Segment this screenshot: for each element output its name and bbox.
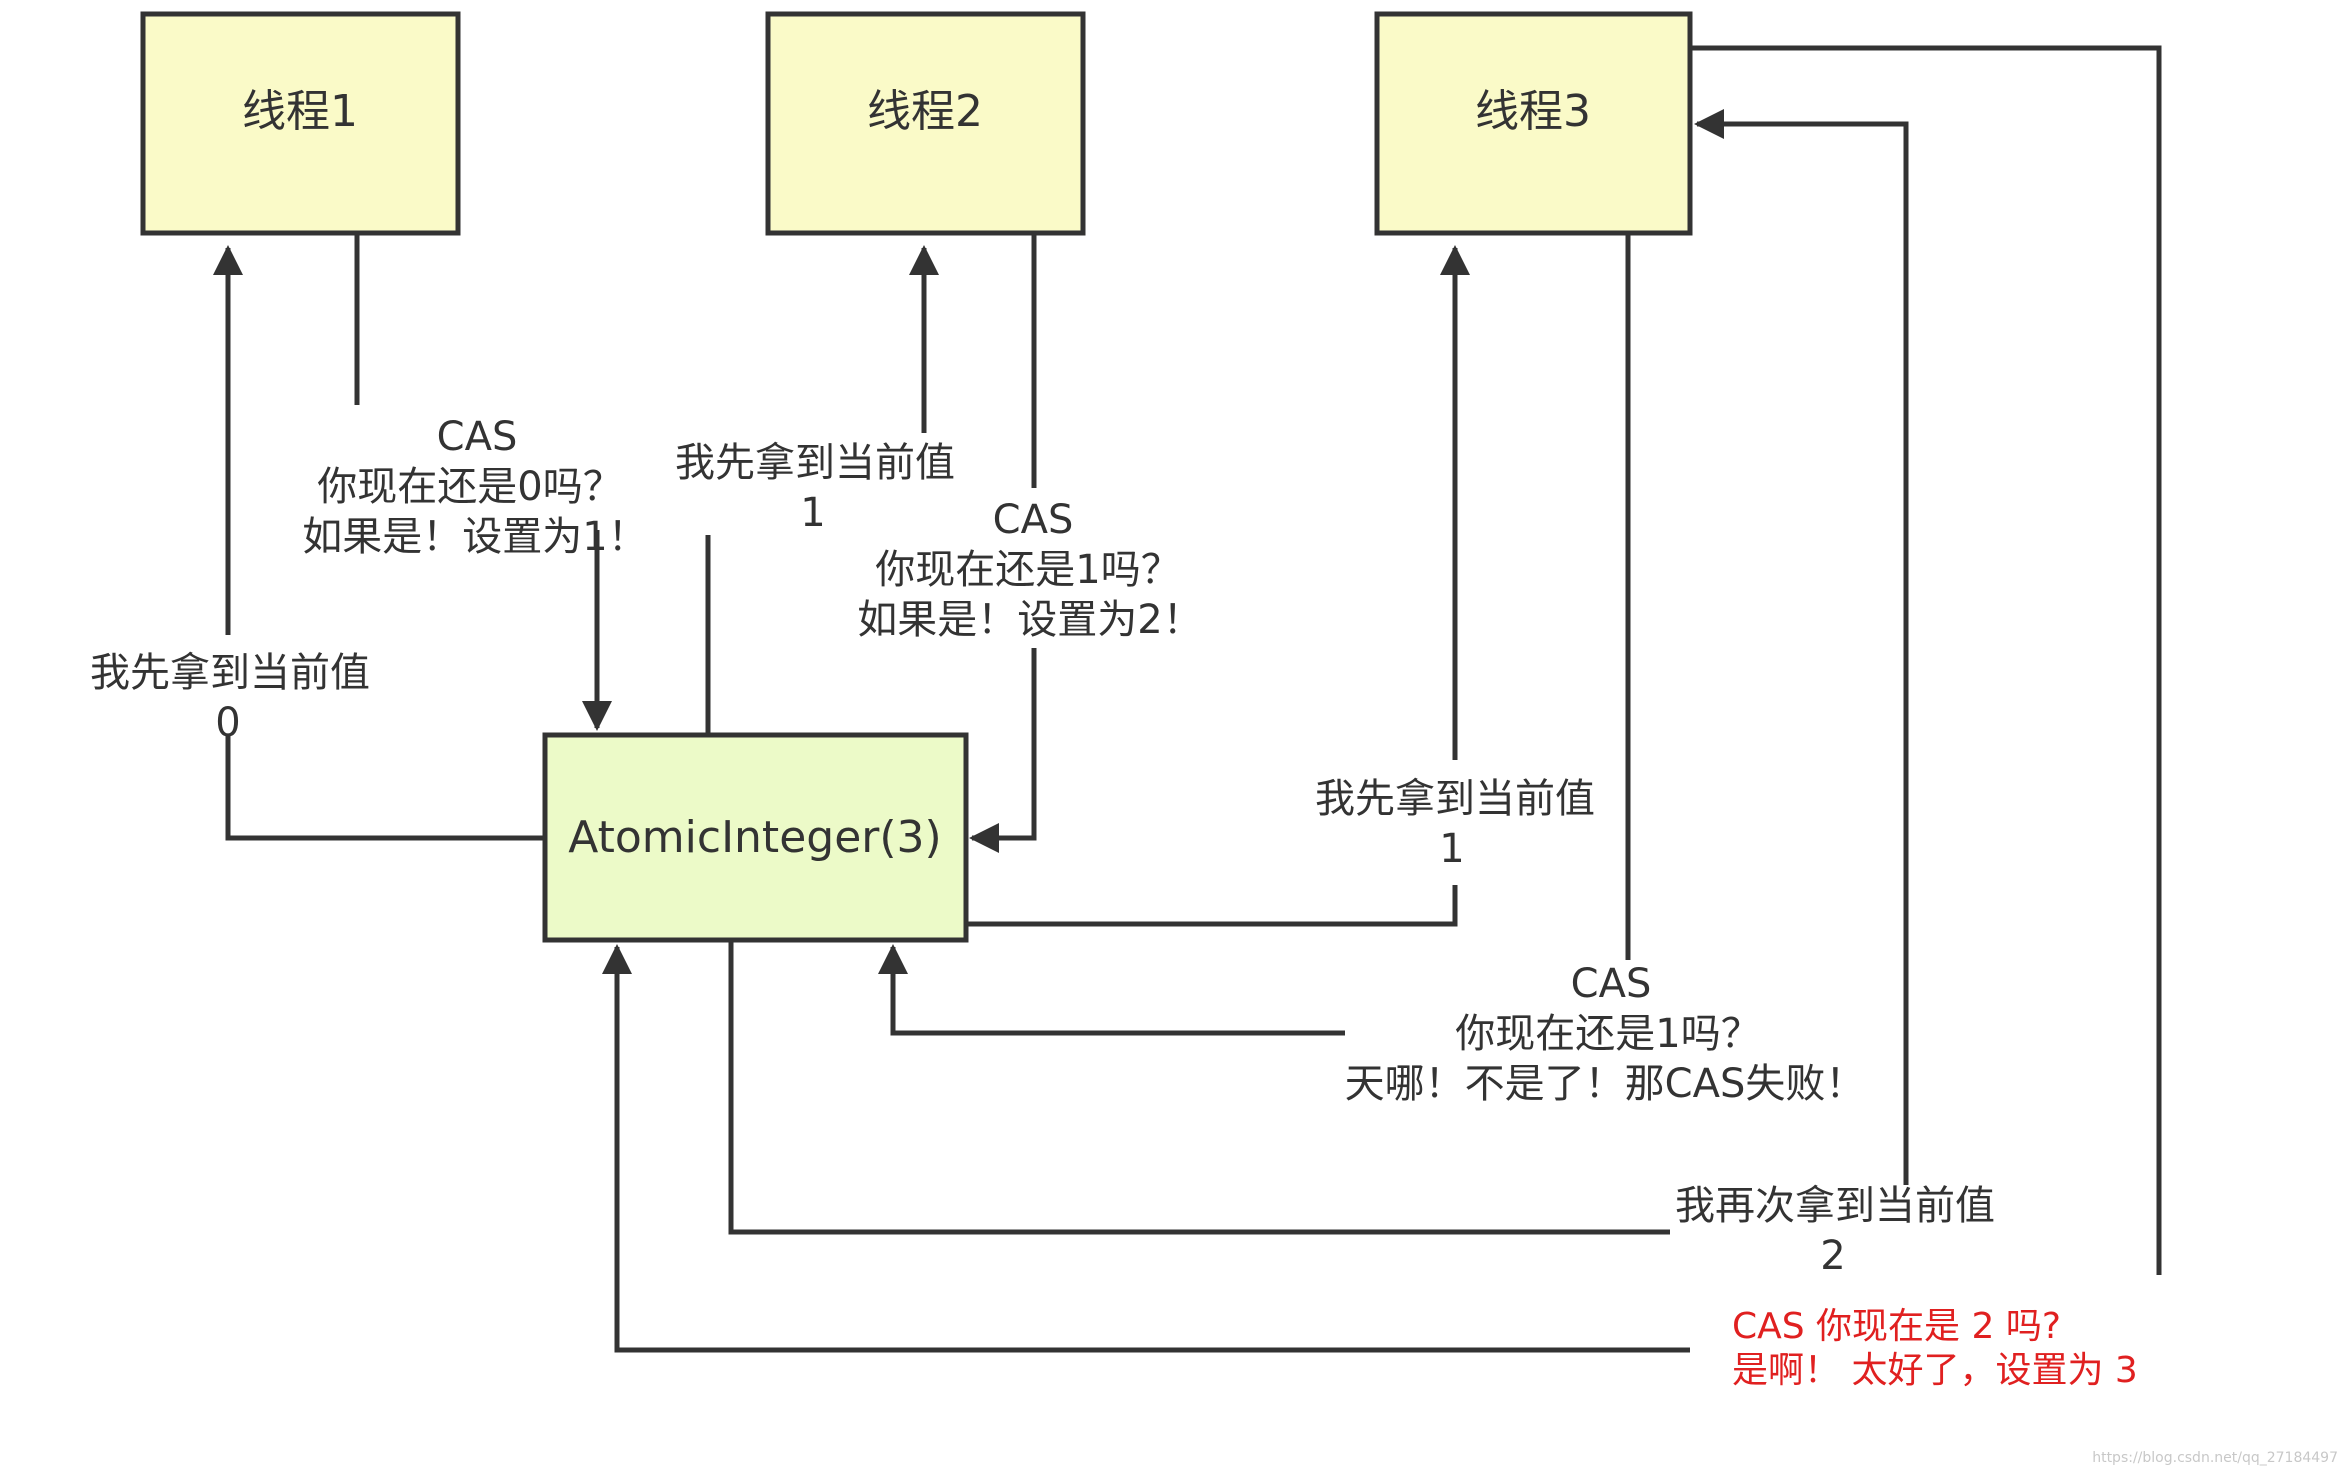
arrow-t3-read [966,248,1455,927]
thread3-box: 线程3 [1374,11,1693,236]
t3-cas-ok-annotation: CAS 你现在是 2 吗? 是啊！ 太好了，设置为 3 [1732,1306,2138,1391]
t3-cas-fail-line1: CAS [1571,961,1652,1007]
t3-read-line1: 我先拿到当前值 [1315,776,1595,822]
arrow-t1-read [228,248,545,841]
t2-read-annotation: 我先拿到当前值 1 [675,440,955,536]
arrow-t2-read [705,248,924,734]
t3-reread-line2: 2 [1820,1233,1845,1279]
thread2-box: 线程2 [765,11,1086,236]
arrow-t3-cas-ok [617,45,2162,1353]
thread3-label: 线程3 [1475,86,1591,137]
t3-read-annotation: 我先拿到当前值 1 [1315,776,1595,872]
t3-cas-ok-line2: 是啊！ 太好了，设置为 3 [1732,1350,2138,1391]
arrow-t3-cas-fail [893,233,1631,1036]
t3-cas-fail-line2: 你现在还是1吗？ [1455,1011,1760,1057]
t3-cas-ok-line1: CAS 你现在是 2 吗? [1732,1306,2061,1347]
t1-cas-line2: 你现在还是0吗？ [317,464,622,510]
thread1-box: 线程1 [140,11,461,236]
t2-cas-line3: 如果是！设置为2！ [857,597,1202,643]
thread1-label: 线程1 [242,86,358,137]
t2-cas-annotation: CAS 你现在还是1吗？ 如果是！设置为2！ [857,497,1202,643]
arrow-t2-cas [972,233,1037,838]
t2-read-line2: 1 [800,490,825,536]
t3-cas-fail-line3: 天哪！不是了！那CAS失败！ [1345,1061,1866,1107]
t1-cas-annotation: CAS 你现在还是0吗？ 如果是！设置为1！ [302,414,647,560]
atomic-integer-label: AtomicInteger(3) [568,812,941,863]
arrow-t3-reread [728,124,1909,1235]
t1-read-line1: 我先拿到当前值 [90,650,370,696]
arrow-t1-cas [354,233,597,728]
t1-read-line2: 0 [215,700,240,746]
t1-cas-line1: CAS [437,414,518,460]
t3-read-line2: 1 [1439,826,1464,872]
t3-reread-annotation: 我再次拿到当前值 2 [1675,1183,1995,1279]
t3-cas-fail-annotation: CAS 你现在还是1吗？ 天哪！不是了！那CAS失败！ [1345,961,1866,1107]
atomic-integer-box: AtomicInteger(3) [542,732,969,943]
t1-read-annotation: 我先拿到当前值 0 [90,650,370,746]
t3-reread-line1: 我再次拿到当前值 [1675,1183,1995,1229]
t1-cas-line3: 如果是！设置为1！ [302,514,647,560]
thread2-label: 线程2 [867,86,983,137]
watermark: https://blog.csdn.net/qq_27184497 [2092,1450,2338,1466]
t2-cas-line2: 你现在还是1吗？ [875,547,1180,593]
t2-cas-line1: CAS [993,497,1074,543]
t2-read-line1: 我先拿到当前值 [675,440,955,486]
